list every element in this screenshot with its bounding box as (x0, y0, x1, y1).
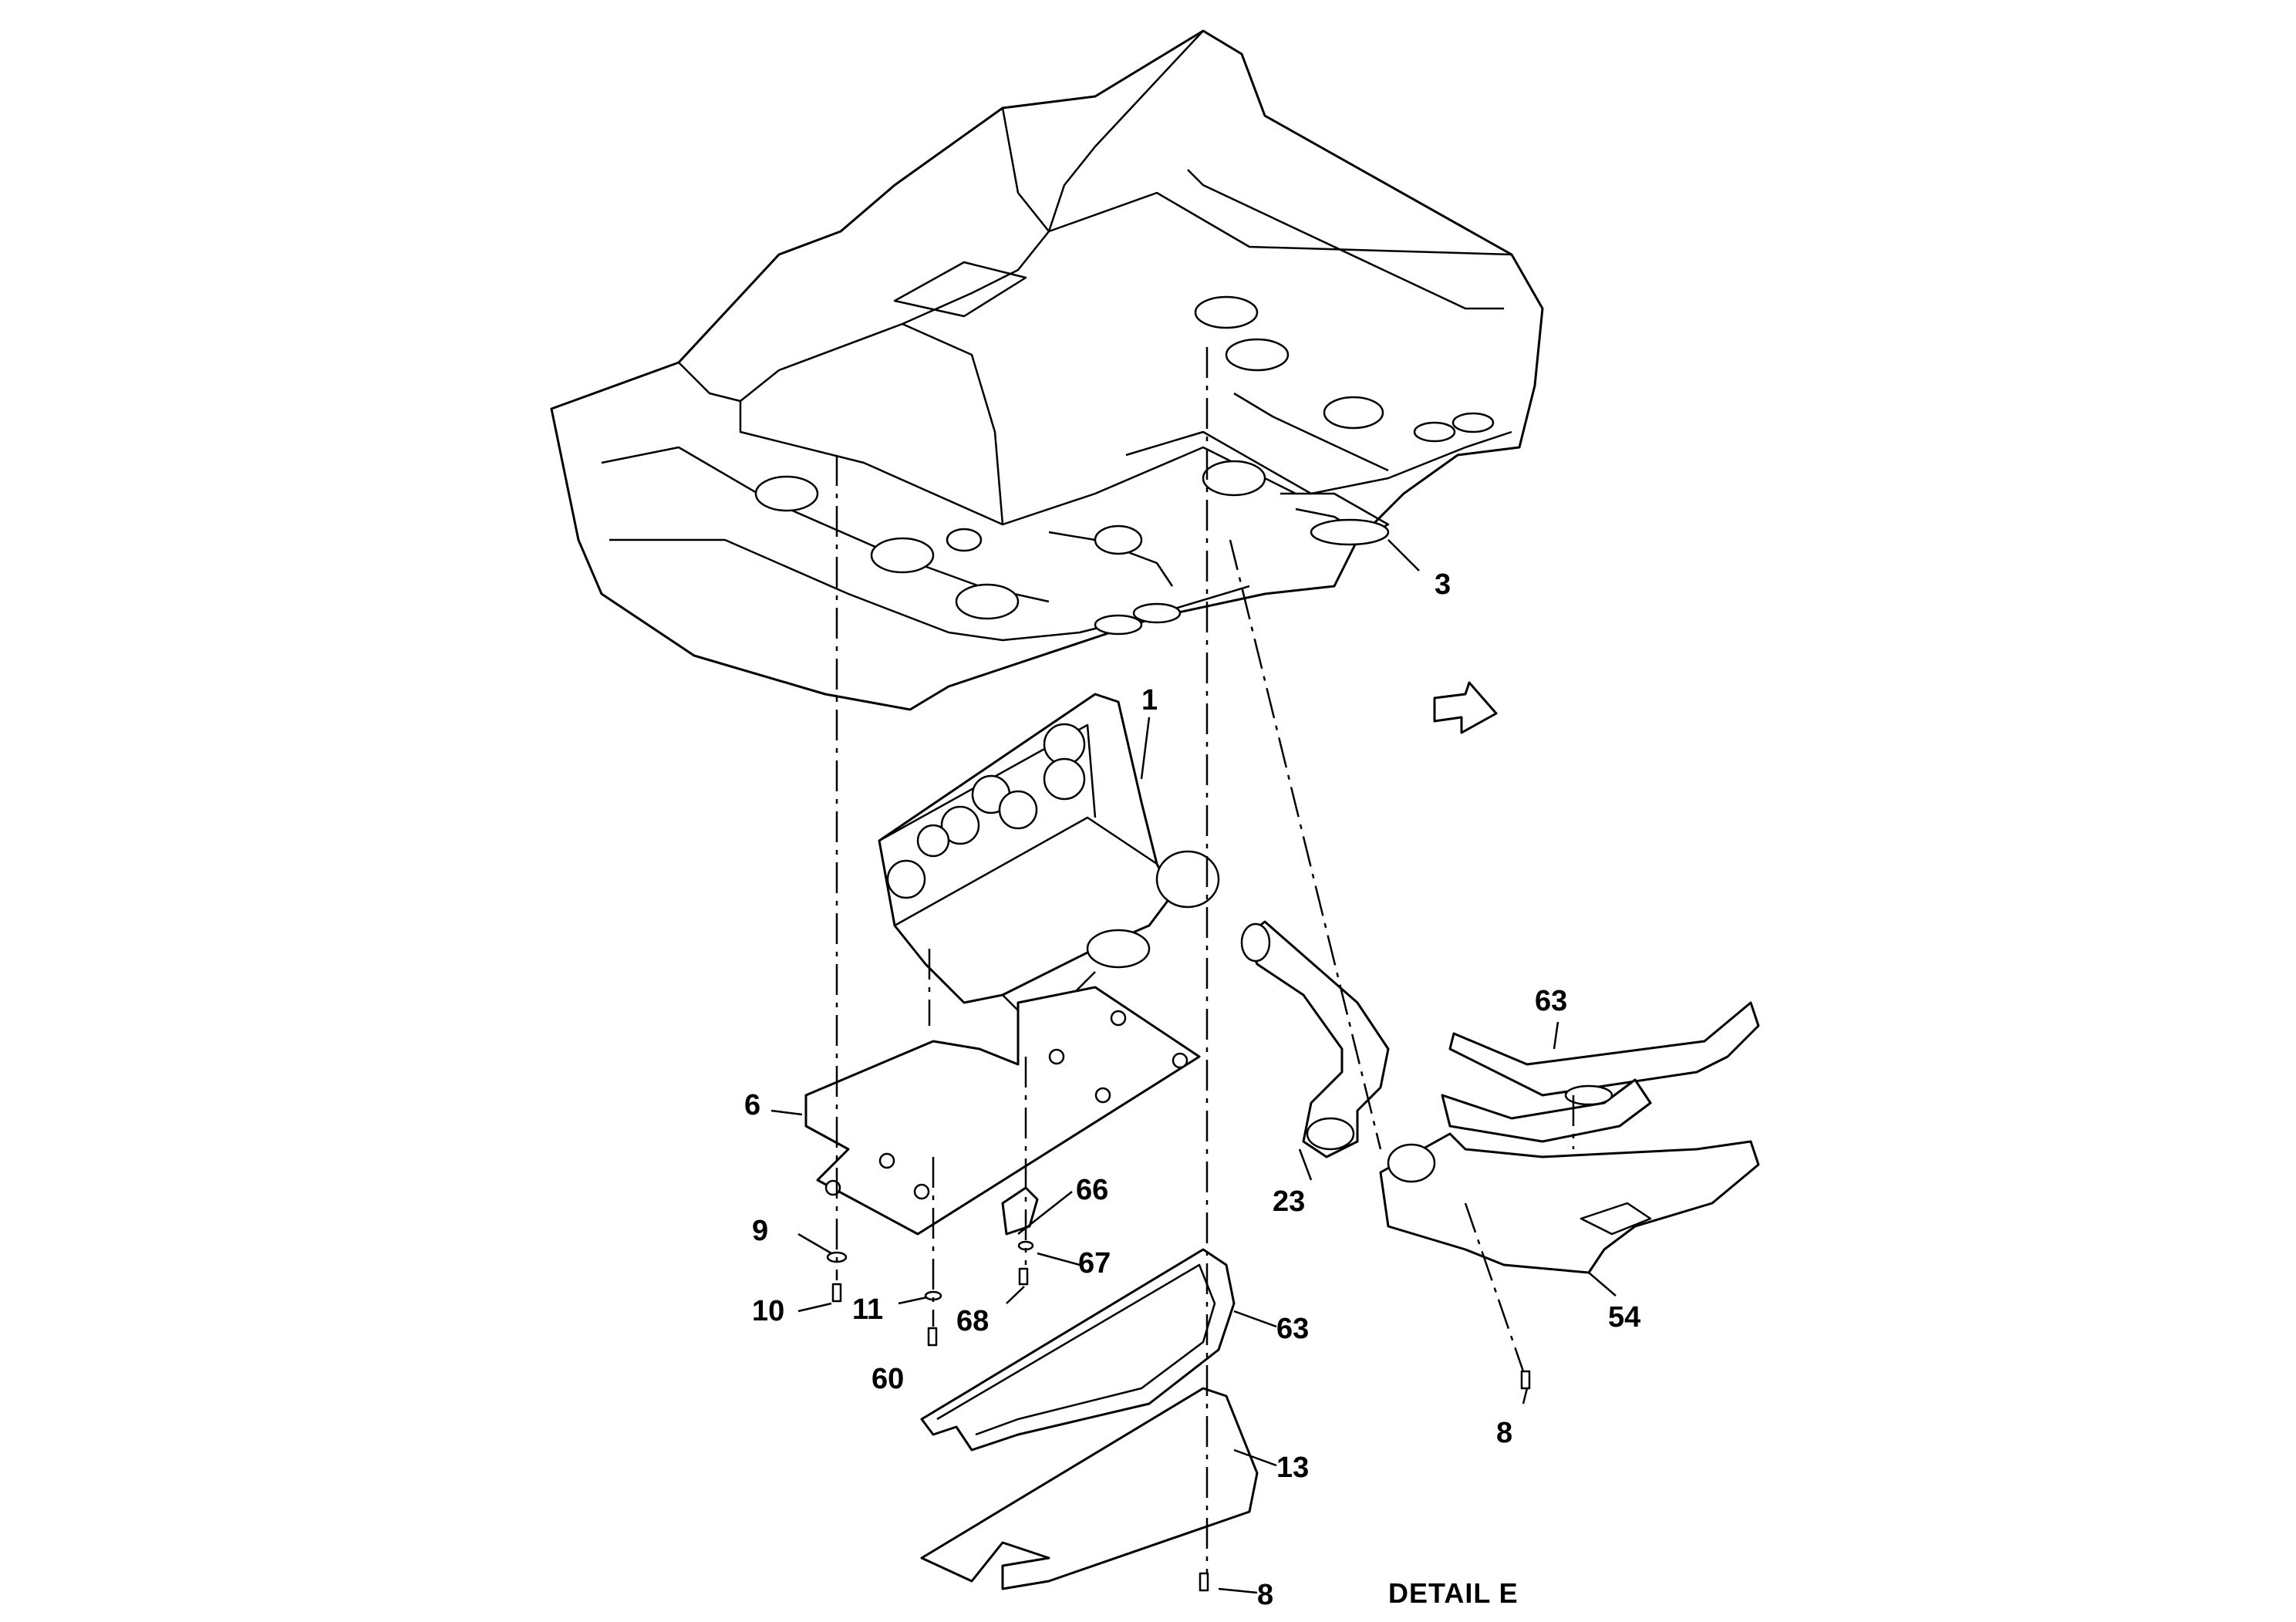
callout-labels: 3 1 6 9 10 11 60 66 67 68 23 63 63 54 8 … (744, 568, 1640, 1611)
detail-caption: DETAIL E (1388, 1577, 1519, 1609)
callout-8-bottom: 8 (1257, 1579, 1273, 1611)
callout-54: 54 (1608, 1301, 1640, 1334)
callout-67: 67 (1078, 1247, 1111, 1280)
part-duct-hose (1240, 920, 1390, 1158)
callout-11: 11 (852, 1293, 883, 1326)
part-duct-manifold (1379, 1078, 1760, 1274)
callout-63-lower: 63 (1276, 1313, 1309, 1345)
callout-13: 13 (1276, 1452, 1309, 1484)
callout-60: 60 (872, 1363, 904, 1395)
part-seal-upper (1448, 1001, 1760, 1097)
callout-8-right: 8 (1496, 1417, 1512, 1449)
callout-10: 10 (752, 1295, 784, 1327)
callout-23: 23 (1273, 1185, 1305, 1218)
callout-66: 66 (1076, 1174, 1108, 1206)
part-clip (1001, 1186, 1039, 1236)
callout-3: 3 (1435, 568, 1451, 601)
part-filter-plate (804, 986, 1201, 1236)
part-cover-plate (920, 1387, 1259, 1590)
part-filter-frame (920, 1248, 1236, 1452)
arrow-icon (1433, 681, 1498, 734)
part-blower-unit (878, 693, 1220, 1020)
callout-63-upper: 63 (1535, 985, 1567, 1017)
callout-1: 1 (1141, 684, 1158, 717)
assembly-centerlines (835, 347, 1575, 1573)
callout-6: 6 (744, 1089, 760, 1121)
part-cab-floor (550, 29, 1544, 711)
callout-68: 68 (956, 1305, 989, 1337)
callout-9: 9 (752, 1215, 768, 1247)
leader-lines (770, 539, 1617, 1594)
